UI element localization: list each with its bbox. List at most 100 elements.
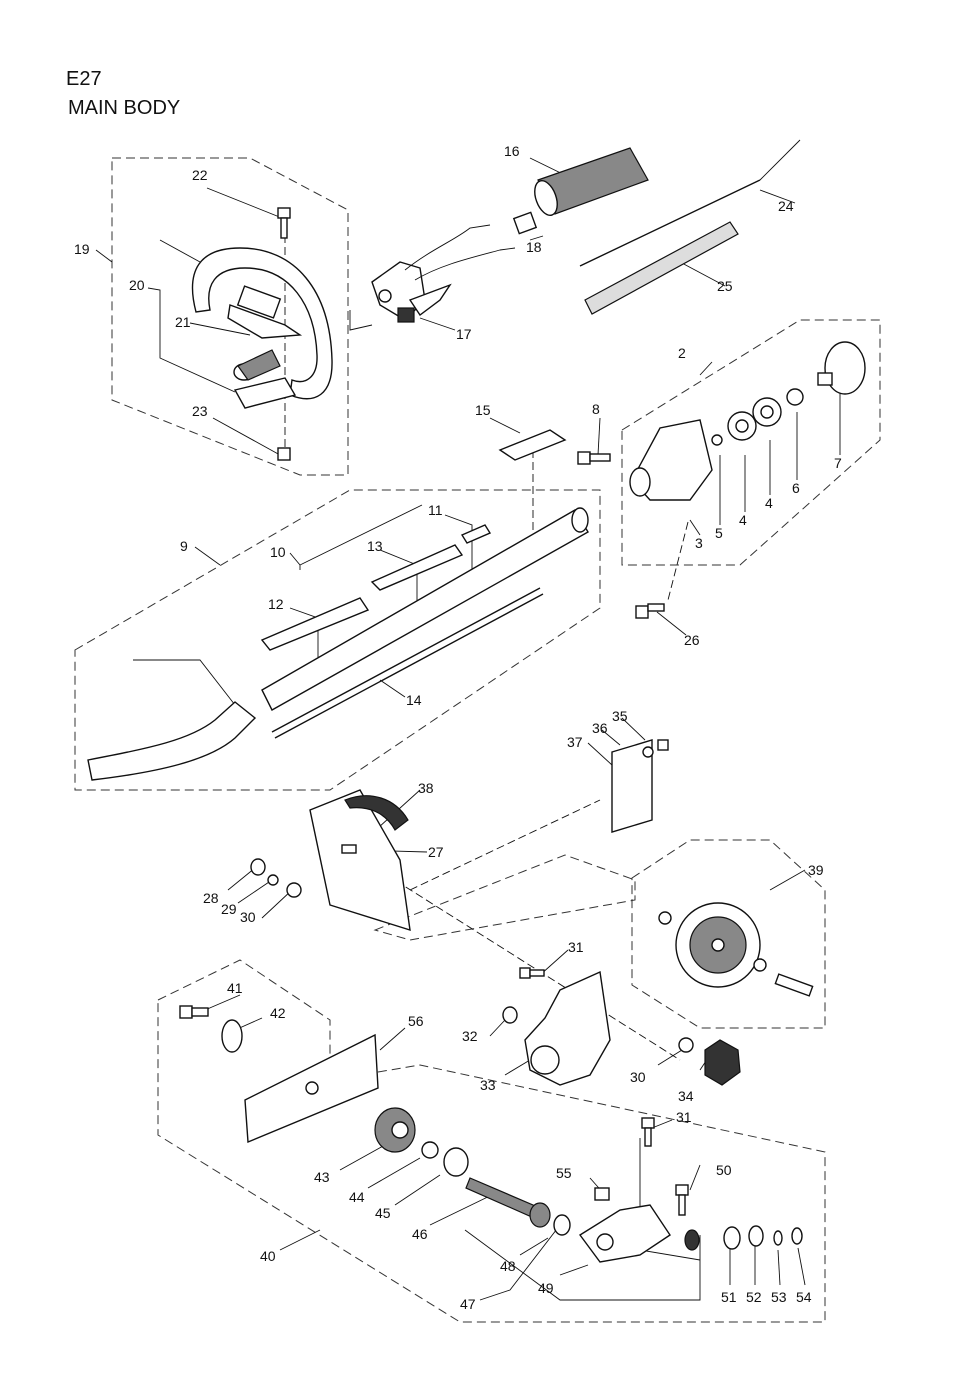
ring-44-part <box>421 1141 439 1159</box>
bolt-26-part <box>635 603 665 619</box>
group-outline-gearcase <box>621 319 881 566</box>
callout-51: 51 <box>721 1289 737 1305</box>
callout-16: 16 <box>504 143 520 159</box>
flex-tube-25-part <box>584 221 739 315</box>
washer-36-part <box>642 746 654 758</box>
callout-49: 49 <box>538 1280 554 1296</box>
callout-3: 3 <box>695 535 703 551</box>
gear-case-3-part <box>629 419 713 501</box>
group-outline-wheel <box>631 839 826 1029</box>
blade-guard-27-part <box>309 789 411 931</box>
callout-35: 35 <box>612 708 628 724</box>
handle-grip-part <box>233 349 297 409</box>
callout-labels: 2 3 4 4 5 6 7 8 9 10 11 12 13 14 15 16 1… <box>74 143 842 1312</box>
callout-5: 5 <box>715 525 723 541</box>
callout-53: 53 <box>771 1289 787 1305</box>
callout-33: 33 <box>480 1077 496 1093</box>
callout-2: 2 <box>678 345 686 361</box>
callout-47: 47 <box>460 1296 476 1312</box>
drive-shaft-14-part <box>271 587 544 739</box>
callout-39: 39 <box>808 862 824 878</box>
callout-37: 37 <box>567 734 583 750</box>
plate-13-part <box>370 544 464 591</box>
callout-44: 44 <box>349 1189 365 1205</box>
callout-31a: 31 <box>568 939 584 955</box>
group-outline-handle <box>111 157 349 476</box>
callout-28: 28 <box>203 890 219 906</box>
callout-7: 7 <box>834 455 842 471</box>
callout-25: 25 <box>717 278 733 294</box>
bracket-33-part <box>524 970 611 1086</box>
main-pipe-10-part <box>261 507 589 711</box>
callout-40: 40 <box>260 1248 276 1264</box>
collar-28-part <box>250 858 266 876</box>
callout-20: 20 <box>129 277 145 293</box>
gear-case-49-part <box>578 1204 671 1263</box>
group-outline-shaft <box>74 489 601 791</box>
callout-12: 12 <box>268 596 284 612</box>
callout-4a: 4 <box>739 512 747 528</box>
callout-38: 38 <box>418 780 434 796</box>
leader-lines <box>95 157 841 1301</box>
collar-32-part <box>502 1006 518 1024</box>
ring-53-part <box>773 1230 783 1246</box>
ring-54-part <box>791 1227 803 1245</box>
callout-14: 14 <box>406 692 422 708</box>
callout-22: 22 <box>192 167 208 183</box>
plate-12-part <box>260 597 370 651</box>
callout-46: 46 <box>412 1226 428 1242</box>
group-outline-blade <box>157 959 826 1323</box>
throttle-cable-24-part <box>579 139 801 267</box>
ring-48b-part <box>553 1214 571 1236</box>
callout-43: 43 <box>314 1169 330 1185</box>
callout-21: 21 <box>175 314 191 330</box>
callout-32: 32 <box>462 1028 478 1044</box>
callout-6: 6 <box>792 480 800 496</box>
diagram-code: E27 <box>66 68 102 90</box>
callout-48: 48 <box>500 1258 516 1274</box>
guard-plate-38-part <box>344 795 409 831</box>
callout-30a: 30 <box>240 909 256 925</box>
washer-30b-part <box>678 1037 694 1053</box>
loop-handle-part <box>191 247 333 400</box>
wheel-39-part <box>658 902 814 997</box>
nut-23-part <box>277 447 291 461</box>
diagram-title: MAIN BODY <box>68 97 181 119</box>
label-15-part <box>498 429 567 461</box>
callout-56: 56 <box>408 1013 424 1029</box>
callout-42: 42 <box>270 1005 286 1021</box>
callout-23: 23 <box>192 403 208 419</box>
bolt-50-part <box>675 1184 689 1216</box>
callout-13: 13 <box>367 538 383 554</box>
callout-26: 26 <box>684 632 700 648</box>
callout-41: 41 <box>227 980 243 996</box>
throttle-lever-part <box>371 224 516 323</box>
callout-27: 27 <box>428 844 444 860</box>
bearing-45-part <box>443 1147 469 1177</box>
callout-18: 18 <box>526 239 542 255</box>
callout-54: 54 <box>796 1289 812 1305</box>
bearing-4b-part <box>752 397 782 427</box>
bent-pipe-9-part <box>87 701 257 781</box>
bolt-31a-part <box>519 967 545 979</box>
callout-52: 52 <box>746 1289 762 1305</box>
pinion-part <box>684 1229 700 1251</box>
callout-9: 9 <box>180 538 188 554</box>
callout-50: 50 <box>716 1162 732 1178</box>
bearing-51-part <box>723 1226 741 1250</box>
washer-30a-part <box>286 882 302 898</box>
callout-31b: 31 <box>676 1109 692 1125</box>
bolt-41-part <box>179 1005 209 1019</box>
callout-24: 24 <box>778 198 794 214</box>
clutch-drum-7-part <box>817 341 866 395</box>
shaft-46-part <box>465 1177 541 1219</box>
callout-11: 11 <box>428 502 443 518</box>
washer-42-part <box>221 1019 243 1053</box>
collar-18-part <box>512 211 538 235</box>
bolt-35-part <box>657 739 669 751</box>
group-outline-guard <box>373 854 636 941</box>
callout-34: 34 <box>678 1088 694 1104</box>
callout-45: 45 <box>375 1205 391 1221</box>
callout-36: 36 <box>592 720 608 736</box>
stud-bolt-27-part <box>341 844 357 854</box>
